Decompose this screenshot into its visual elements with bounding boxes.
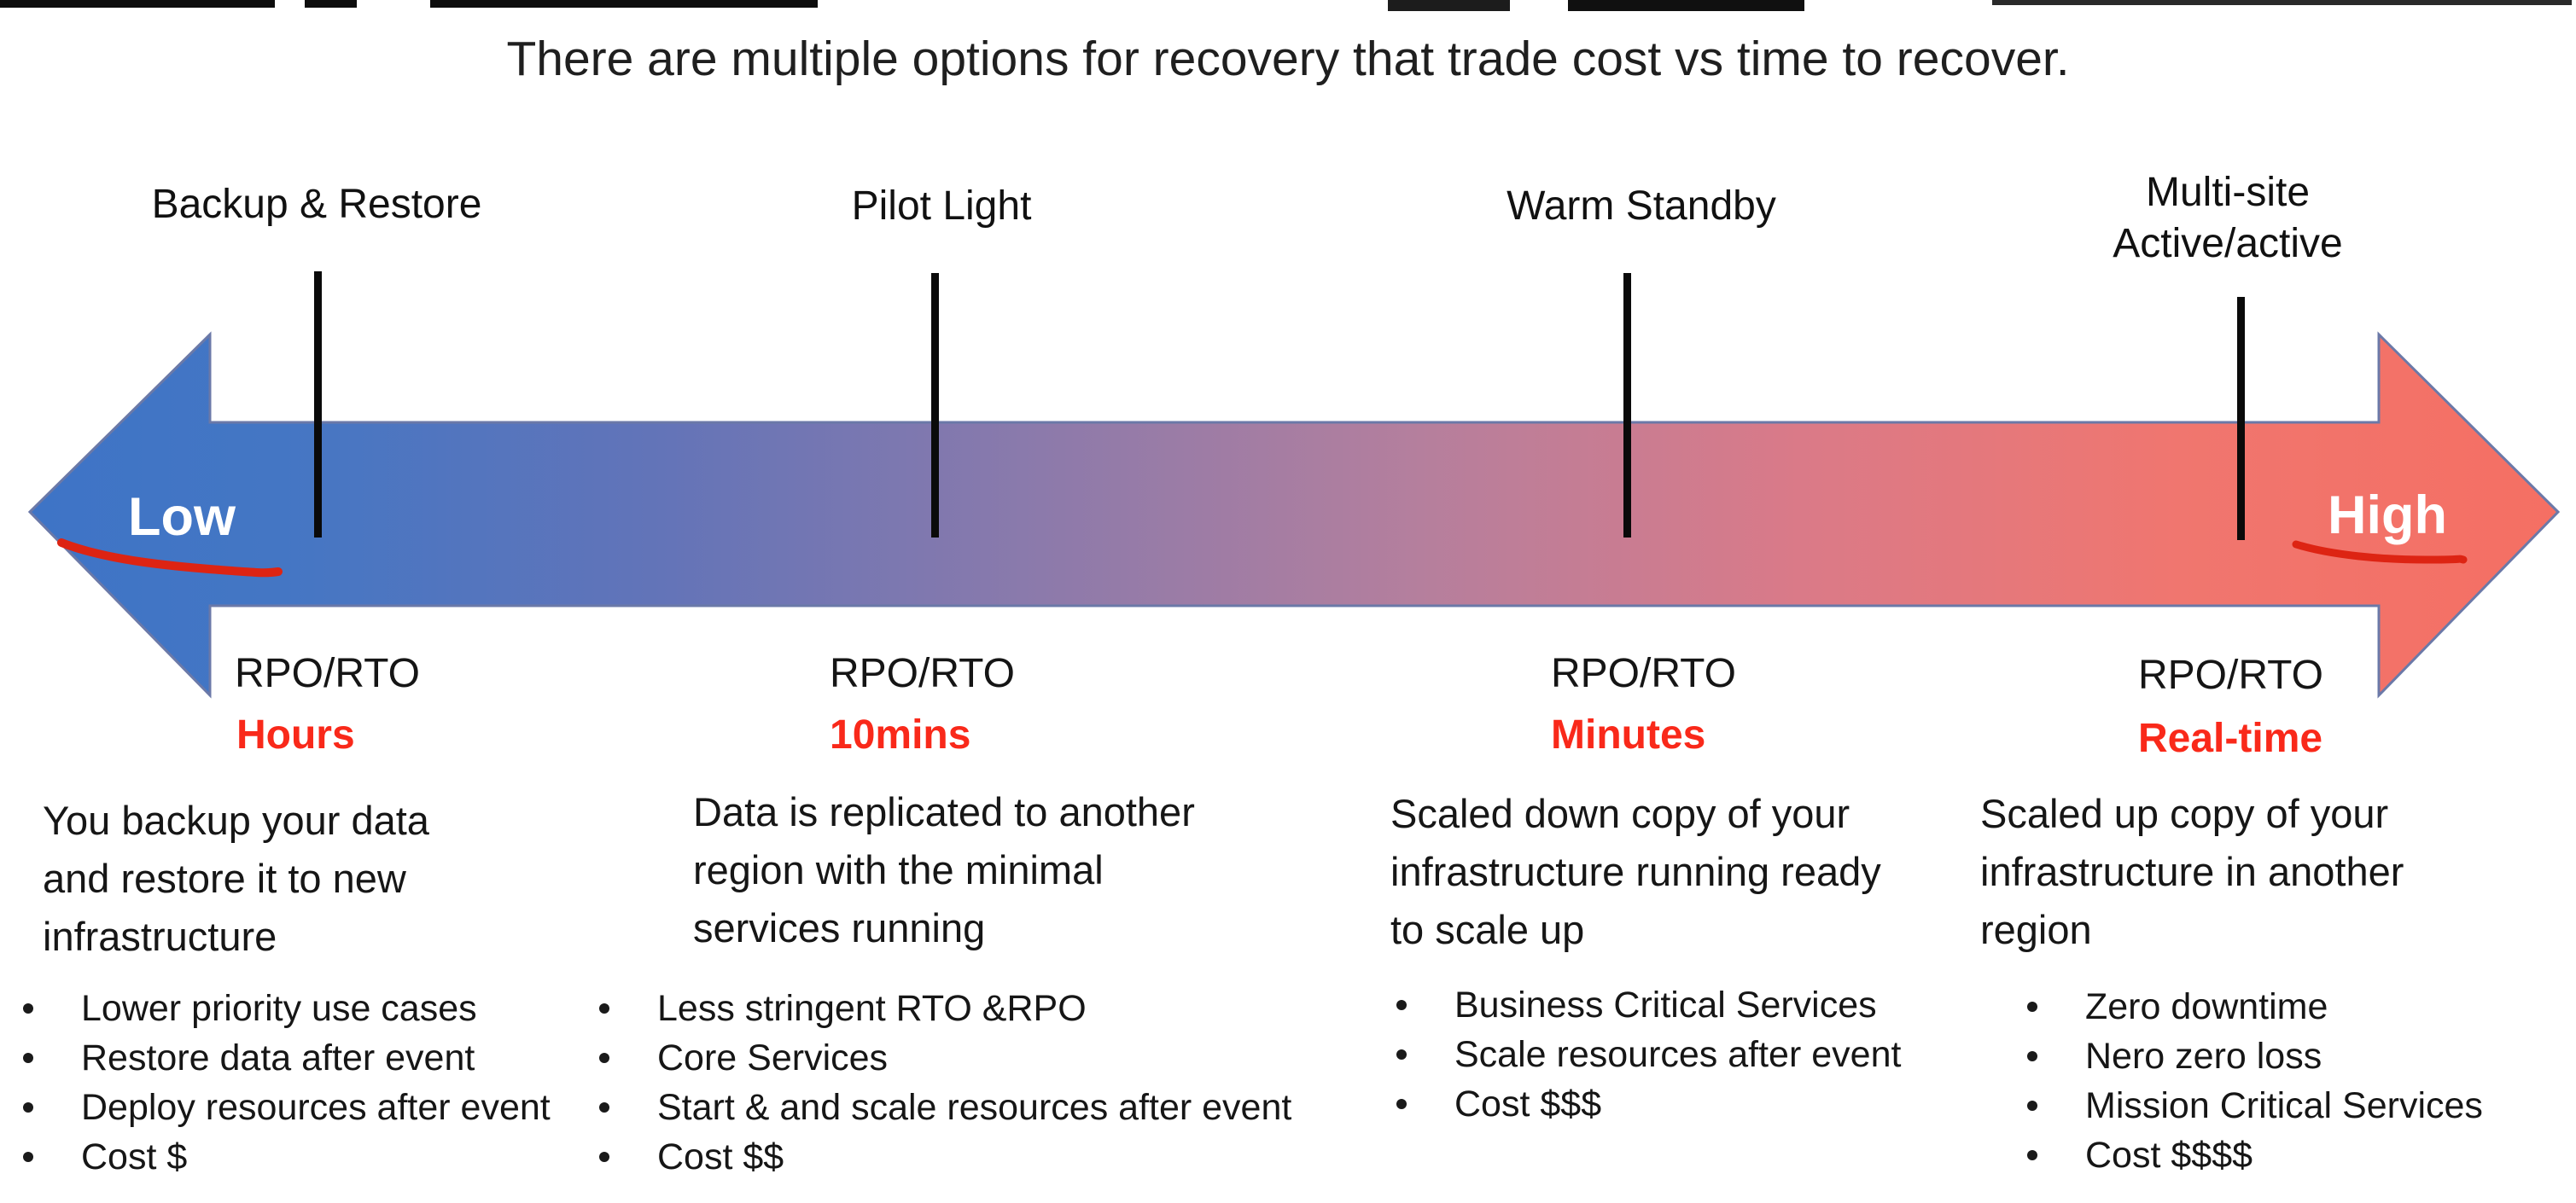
list-item: Cost $ xyxy=(21,1138,551,1177)
list-item: Restore data after event xyxy=(21,1039,551,1078)
top-crop-bar xyxy=(1388,0,1510,11)
option-label-line: Backup & Restore xyxy=(151,182,482,227)
list-item: Scale resources after event xyxy=(1395,1036,1901,1074)
list-item: Zero downtime xyxy=(2025,988,2483,1026)
list-item: Mission Critical Services xyxy=(2025,1087,2483,1125)
list-item: Core Services xyxy=(597,1039,1291,1078)
list-item: Cost $$$$ xyxy=(2025,1136,2483,1175)
list-item: Cost $$ xyxy=(597,1138,1291,1177)
rpo-rto-label: RPO/RTO xyxy=(235,651,420,696)
rpo-rto-label: RPO/RTO xyxy=(1551,651,1736,696)
tick-marker-multi-site xyxy=(2237,297,2245,540)
top-crop-bar xyxy=(1992,0,2572,5)
option-label-line: Warm Standby xyxy=(1507,183,1776,229)
option-description: Scaled up copy of your infrastructure in… xyxy=(1980,791,2404,952)
option-label-warm-standby: Warm Standby xyxy=(1507,181,1776,232)
red-underline-high-annotation xyxy=(2292,540,2468,564)
bullet-list-backup-restore: Lower priority use cases Restore data af… xyxy=(21,990,551,1188)
bullet-list-multi-site: Zero downtime Nero zero loss Mission Cri… xyxy=(2025,988,2483,1186)
option-label-line: Pilot Light xyxy=(851,183,1032,229)
option-label-backup-restore: Backup & Restore xyxy=(152,179,482,230)
rpo-rto-value: Hours xyxy=(236,712,355,758)
rpo-rto-value: Real-time xyxy=(2138,716,2323,761)
option-label-line: Multi-site xyxy=(2145,170,2311,215)
low-endpoint-label: Low xyxy=(128,487,236,547)
option-label-multi-site: Multi-site Active/active xyxy=(2113,167,2342,270)
list-item: Nero zero loss xyxy=(2025,1037,2483,1076)
top-crop-bar xyxy=(305,0,357,8)
rpo-rto-value: Minutes xyxy=(1551,712,1706,758)
list-item: Less stringent RTO &RPO xyxy=(597,990,1291,1028)
top-crop-bar xyxy=(1568,0,1804,11)
red-underline-low-annotation xyxy=(57,538,283,578)
rpo-rto-value: 10mins xyxy=(830,712,971,758)
option-label-pilot-light: Pilot Light xyxy=(852,181,1032,232)
high-endpoint-label: High xyxy=(2328,485,2447,545)
option-description: Scaled down copy of your infrastructure … xyxy=(1390,791,1881,952)
slide-title: There are multiple options for recovery … xyxy=(506,32,2070,86)
option-label-line: Active/active xyxy=(2113,221,2343,266)
tick-marker-pilot-light xyxy=(931,273,939,538)
tick-marker-warm-standby xyxy=(1623,273,1631,538)
top-crop-bar xyxy=(430,0,818,8)
option-description: Data is replicated to another region wit… xyxy=(693,789,1195,950)
option-description: You backup your data and restore it to n… xyxy=(43,798,429,959)
rpo-rto-label: RPO/RTO xyxy=(830,651,1015,696)
list-item: Cost $$$ xyxy=(1395,1085,1901,1124)
top-crop-bar xyxy=(0,0,275,8)
list-item: Business Critical Services xyxy=(1395,986,1901,1025)
bullet-list-warm-standby: Business Critical Services Scale resourc… xyxy=(1395,986,1901,1135)
double-arrow-shape xyxy=(27,331,2561,699)
list-item: Lower priority use cases xyxy=(21,990,551,1028)
rpo-rto-label: RPO/RTO xyxy=(2138,653,2323,698)
list-item: Deploy resources after event xyxy=(21,1089,551,1127)
list-item: Start & and scale resources after event xyxy=(597,1089,1291,1127)
bullet-list-pilot-light: Less stringent RTO &RPO Core Services St… xyxy=(597,990,1291,1188)
tick-marker-backup-restore xyxy=(314,271,322,538)
